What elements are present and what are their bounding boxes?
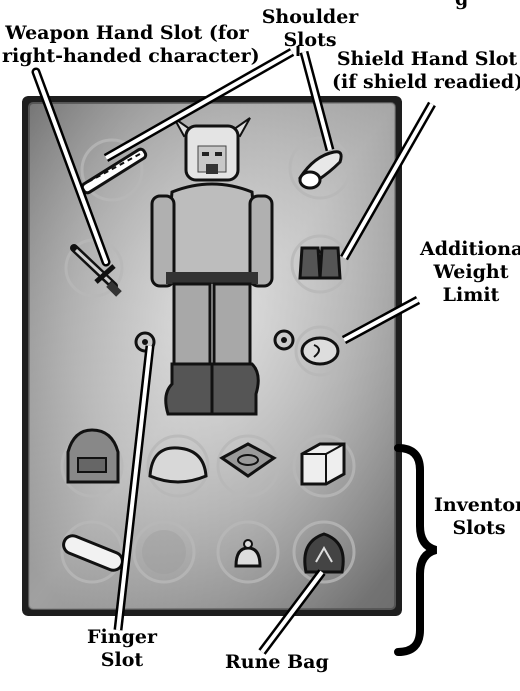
- inventory-label-line2: Slots: [424, 517, 520, 540]
- empty-slot[interactable]: [142, 530, 186, 574]
- inventory-slots-callout: Inventor Slots: [434, 494, 520, 540]
- belt-pouch-icon[interactable]: [302, 338, 338, 364]
- cropped-title-fragment: g: [455, 0, 468, 11]
- inventory-label-line1: Inventor: [434, 494, 520, 517]
- inventory-panel-art: [22, 96, 402, 616]
- weapon-hand-slot-callout: Weapon Hand Slot (for right-handed chara…: [2, 22, 252, 68]
- finger-label-line2: Slot: [82, 649, 162, 672]
- shoulder-slots-callout: Shoulder Slots: [245, 6, 375, 52]
- weight-label-line3: Limit: [412, 284, 520, 307]
- inventory-panel: [22, 96, 402, 616]
- crate-icon[interactable]: [302, 444, 344, 484]
- backpack-icon[interactable]: [68, 430, 118, 482]
- finger-slot-callout: Finger Slot: [82, 626, 162, 672]
- rune-bag-callout: Rune Bag: [225, 651, 329, 674]
- inventory-brace: [398, 448, 436, 652]
- shield-hand-slot-callout: Shield Hand Slot (if shield readied): [332, 48, 520, 94]
- shield-hand-label-line1: Shield Hand Slot: [332, 48, 520, 71]
- weight-limit-callout: Additiona Weight Limit: [420, 238, 520, 307]
- weapon-hand-label-line2: right-handed character): [2, 45, 252, 68]
- shoulder-label-line1: Shoulder: [245, 6, 375, 29]
- weight-label-line1: Additiona: [420, 238, 520, 261]
- weight-label-line2: Weight: [412, 261, 520, 284]
- weapon-hand-label-line1: Weapon Hand Slot (for: [2, 22, 252, 45]
- shield-hand-label-line2: (if shield readied): [332, 71, 520, 94]
- finger-label-line1: Finger: [82, 626, 162, 649]
- gloves-icon[interactable]: [300, 248, 340, 278]
